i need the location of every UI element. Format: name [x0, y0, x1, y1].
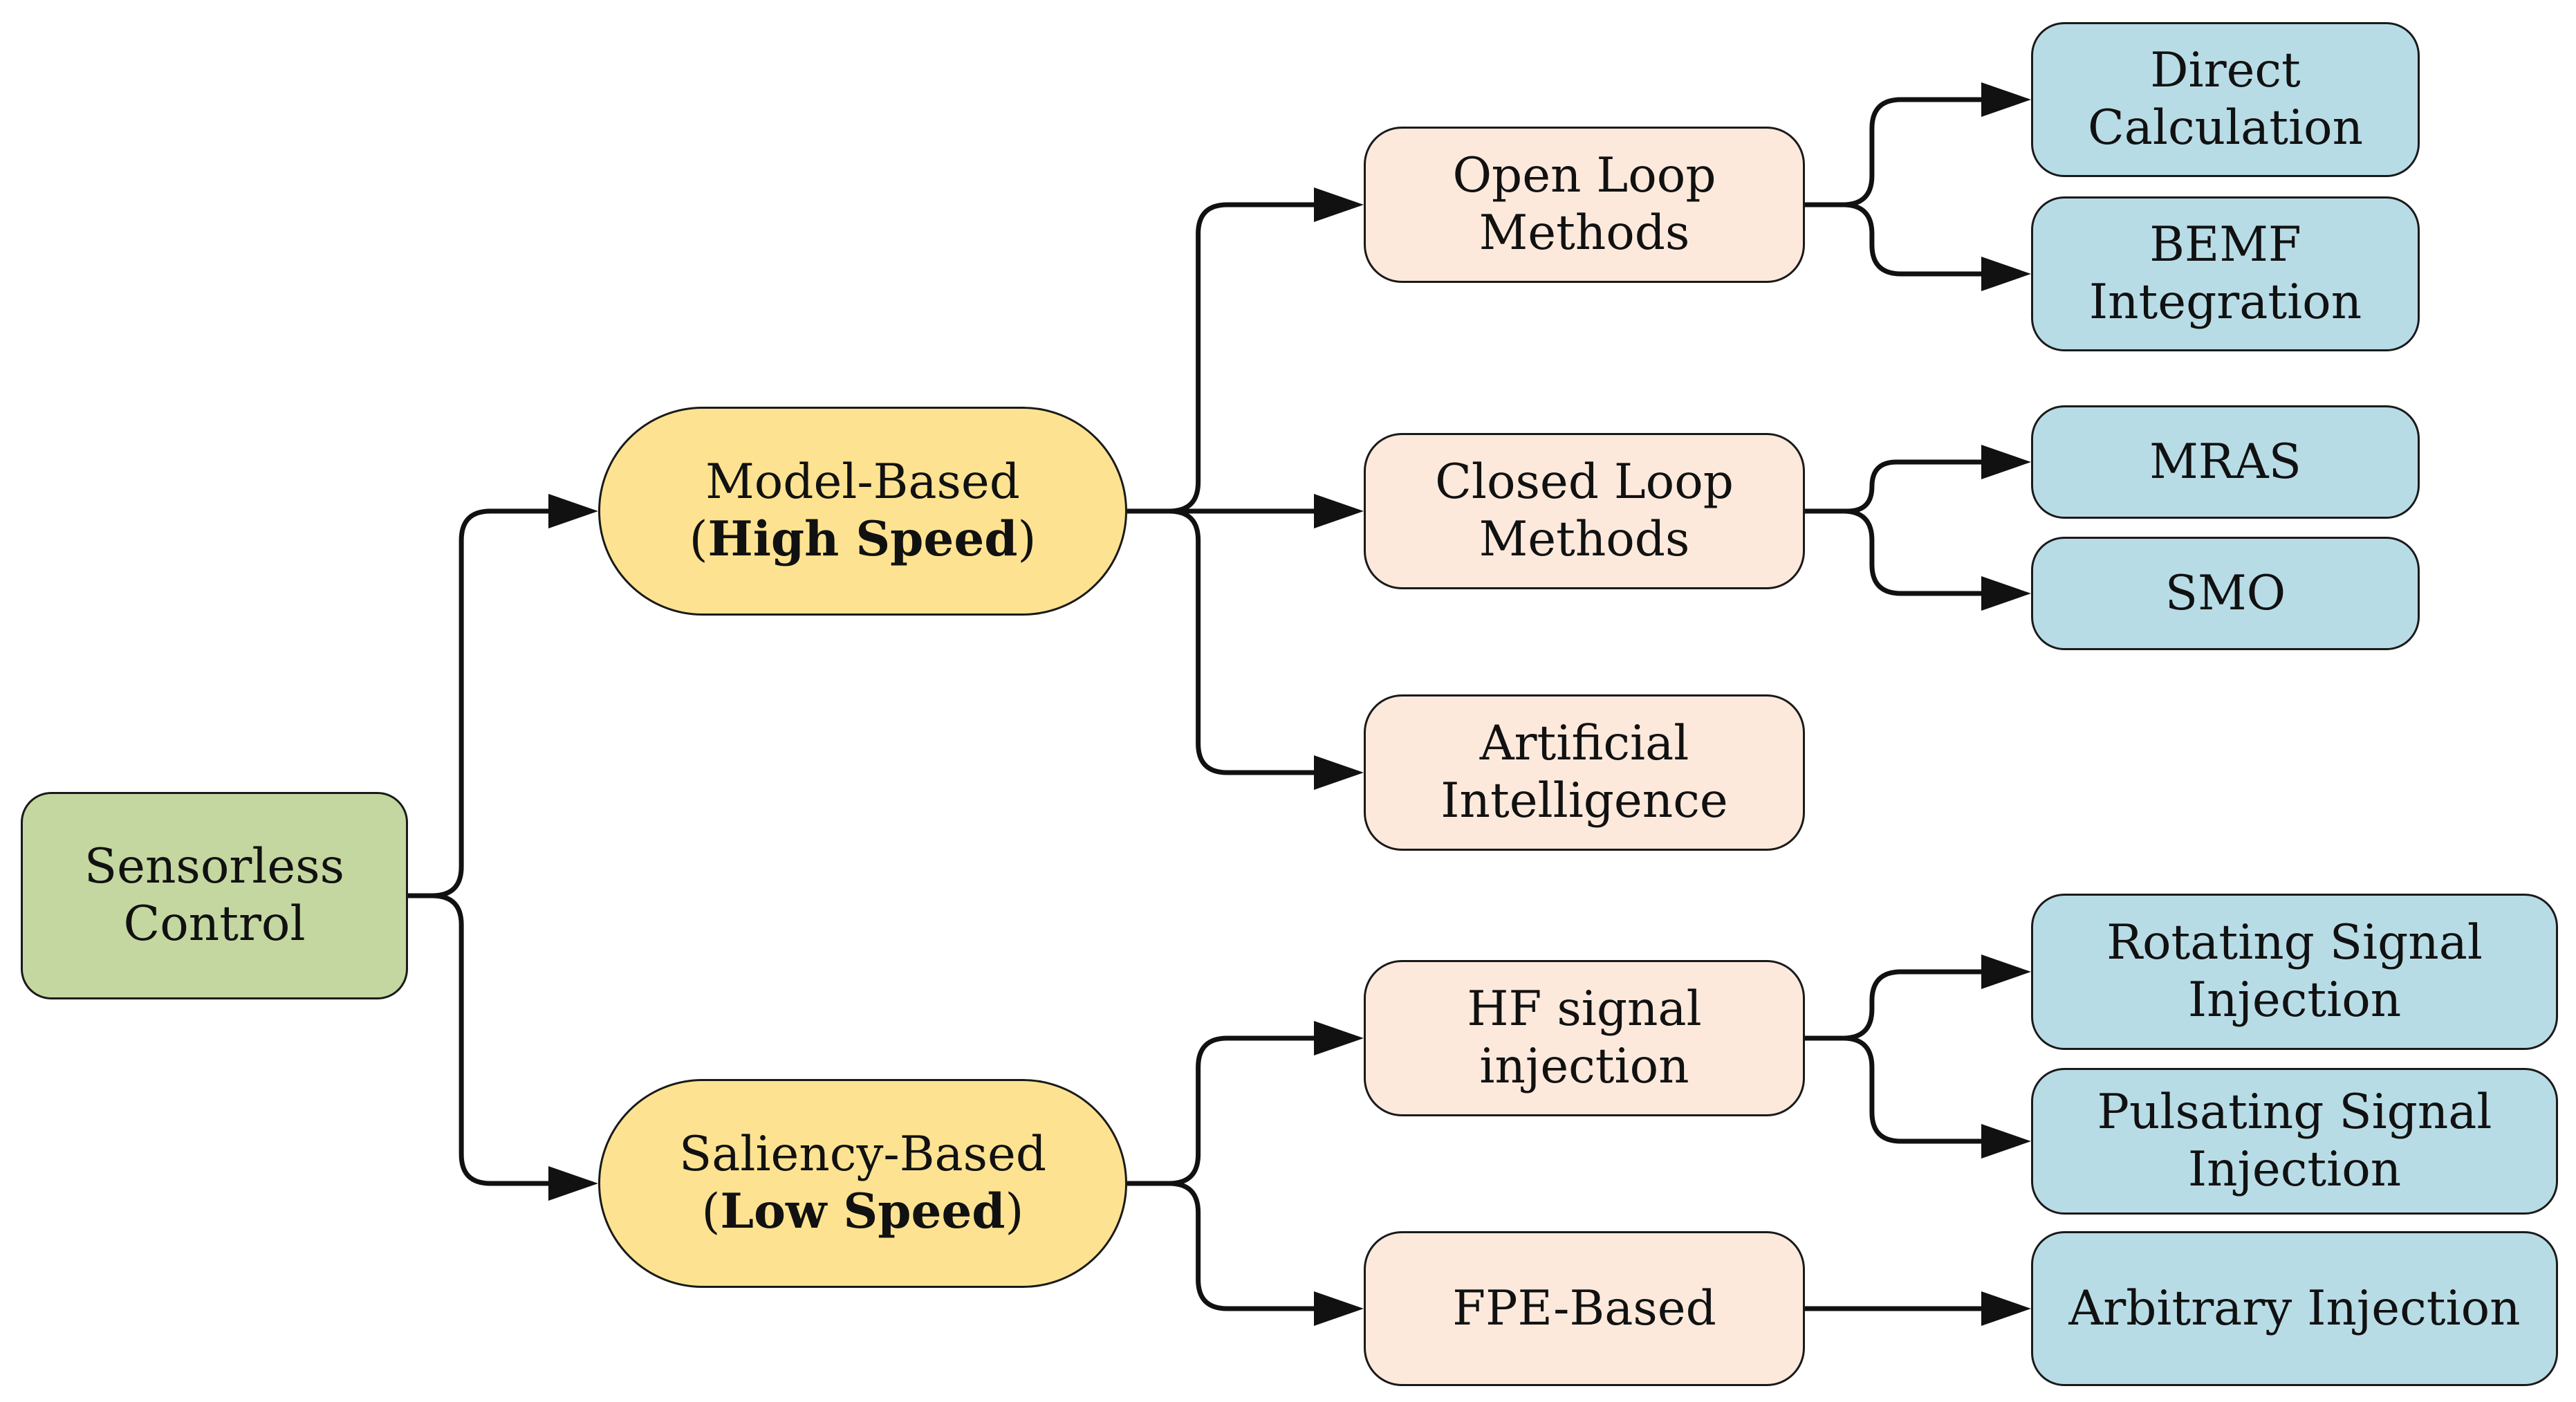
node-label-line2: (High Speed): [689, 511, 1037, 567]
connector-root-to-model: [408, 508, 548, 898]
arrowhead-smo: [1981, 576, 2031, 611]
node-sensorless-control: Sensorless Control: [21, 792, 408, 999]
node-label-line1: Arbitrary Injection: [2068, 1280, 2521, 1336]
arrowhead-fpe: [1314, 1291, 1364, 1326]
node-label-line1: Closed Loop: [1435, 454, 1734, 510]
node-label-line1: Pulsating Signal: [2097, 1085, 2492, 1141]
node-label-line2: (Low Speed): [701, 1183, 1024, 1239]
node-label-line2: Calculation: [2087, 100, 2364, 156]
node-label-line1: MRAS: [2149, 434, 2301, 490]
arrowhead-rotating: [1981, 954, 2031, 989]
node-open-loop-methods: Open Loop Methods: [1364, 127, 1805, 283]
arrowhead-pulsating: [1981, 1124, 2031, 1159]
node-mras: MRAS: [2031, 405, 2420, 519]
arrowhead-open_loop: [1314, 187, 1364, 222]
arrowhead-hf: [1314, 1021, 1364, 1055]
arrowhead-closed_loop: [1314, 494, 1364, 528]
node-rotating-signal-injection: Rotating Signal Injection: [2031, 894, 2558, 1050]
connector-saliency-to-hf: [1127, 1035, 1314, 1186]
node-label-line1: SMO: [2165, 565, 2286, 621]
connector-model-to-open_loop: [1127, 202, 1314, 514]
node-label-line1: Saliency-Based: [678, 1127, 1046, 1183]
node-label-line1: Model-Based: [705, 454, 1020, 510]
connector-model-to-ai: [1127, 508, 1314, 775]
node-smo: SMO: [2031, 537, 2420, 650]
node-label-bold: High Speed: [707, 511, 1018, 567]
node-pulsating-signal-injection: Pulsating Signal Injection: [2031, 1068, 2558, 1215]
node-model-based: Model-Based (High Speed): [598, 407, 1127, 616]
node-label-line1: HF signal: [1467, 981, 1702, 1037]
arrowhead-direct: [1981, 82, 2031, 117]
node-label-line2: injection: [1479, 1039, 1689, 1094]
connector-closed_loop-to-smo: [1805, 508, 1981, 596]
node-label-line1: Rotating Signal: [2106, 915, 2483, 971]
node-saliency-based: Saliency-Based (Low Speed): [598, 1079, 1127, 1288]
node-direct-calculation: Direct Calculation: [2031, 22, 2420, 177]
node-label-line2: Integration: [2088, 275, 2362, 330]
node-hf-signal-injection: HF signal injection: [1364, 960, 1805, 1116]
connector-open_loop-to-bemf: [1805, 202, 1981, 277]
node-label-line2: Methods: [1479, 512, 1690, 567]
node-closed-loop-methods: Closed Loop Methods: [1364, 433, 1805, 589]
arrowhead-mras: [1981, 445, 2031, 479]
node-label-line2: Intelligence: [1440, 773, 1728, 829]
node-label-line1: Artificial: [1479, 716, 1689, 772]
node-artificial-intelligence: Artificial Intelligence: [1364, 694, 1805, 851]
node-label-line2: Methods: [1479, 205, 1690, 261]
arrowhead-arbitrary: [1981, 1291, 2031, 1326]
connector-hf-to-pulsating: [1805, 1035, 1981, 1144]
node-label-line1: Direct: [2150, 43, 2301, 99]
node-label-bold: Low Speed: [720, 1183, 1006, 1239]
node-label-line1: BEMF: [2149, 217, 2301, 273]
arrowhead-bemf: [1981, 257, 2031, 291]
node-label-line1: FPE-Based: [1452, 1280, 1716, 1336]
connector-saliency-to-fpe: [1127, 1181, 1314, 1311]
node-label-line1: Open Loop: [1452, 148, 1716, 204]
node-arbitrary-injection: Arbitrary Injection: [2031, 1231, 2558, 1386]
arrowhead-model: [548, 494, 598, 528]
node-label-line1: Sensorless: [84, 839, 345, 895]
connector-closed_loop-to-mras: [1805, 459, 1981, 514]
connector-root-to-saliency: [408, 893, 548, 1186]
connector-hf-to-rotating: [1805, 969, 1981, 1041]
connector-open_loop-to-direct: [1805, 97, 1981, 207]
node-label-line2: Control: [123, 896, 306, 952]
node-label-line2: Injection: [2187, 972, 2402, 1028]
arrowhead-saliency: [548, 1166, 598, 1201]
node-fpe-based: FPE-Based: [1364, 1231, 1805, 1386]
arrowhead-ai: [1314, 755, 1364, 790]
node-bemf-integration: BEMF Integration: [2031, 196, 2420, 351]
node-label-line2: Injection: [2187, 1142, 2402, 1197]
